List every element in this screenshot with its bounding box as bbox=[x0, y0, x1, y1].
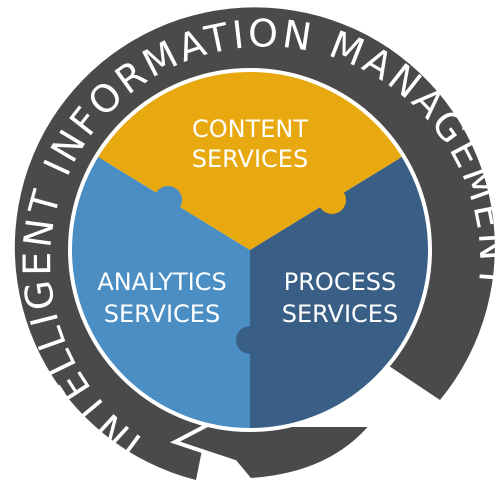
puzzle-tab-bottom bbox=[236, 326, 264, 354]
puzzle-tab-left bbox=[154, 186, 182, 214]
content-label-line2: SERVICES bbox=[192, 145, 308, 173]
process-label-line2: SERVICES bbox=[282, 300, 398, 328]
pie-border bbox=[68, 68, 432, 432]
content-label-line1: CONTENT bbox=[192, 115, 308, 143]
puzzle-tab-right bbox=[318, 186, 346, 214]
analytics-label-line1: ANALYTICS bbox=[97, 268, 226, 296]
analytics-label-line2: SERVICES bbox=[104, 300, 220, 328]
process-label-line1: PROCESS bbox=[284, 268, 396, 296]
